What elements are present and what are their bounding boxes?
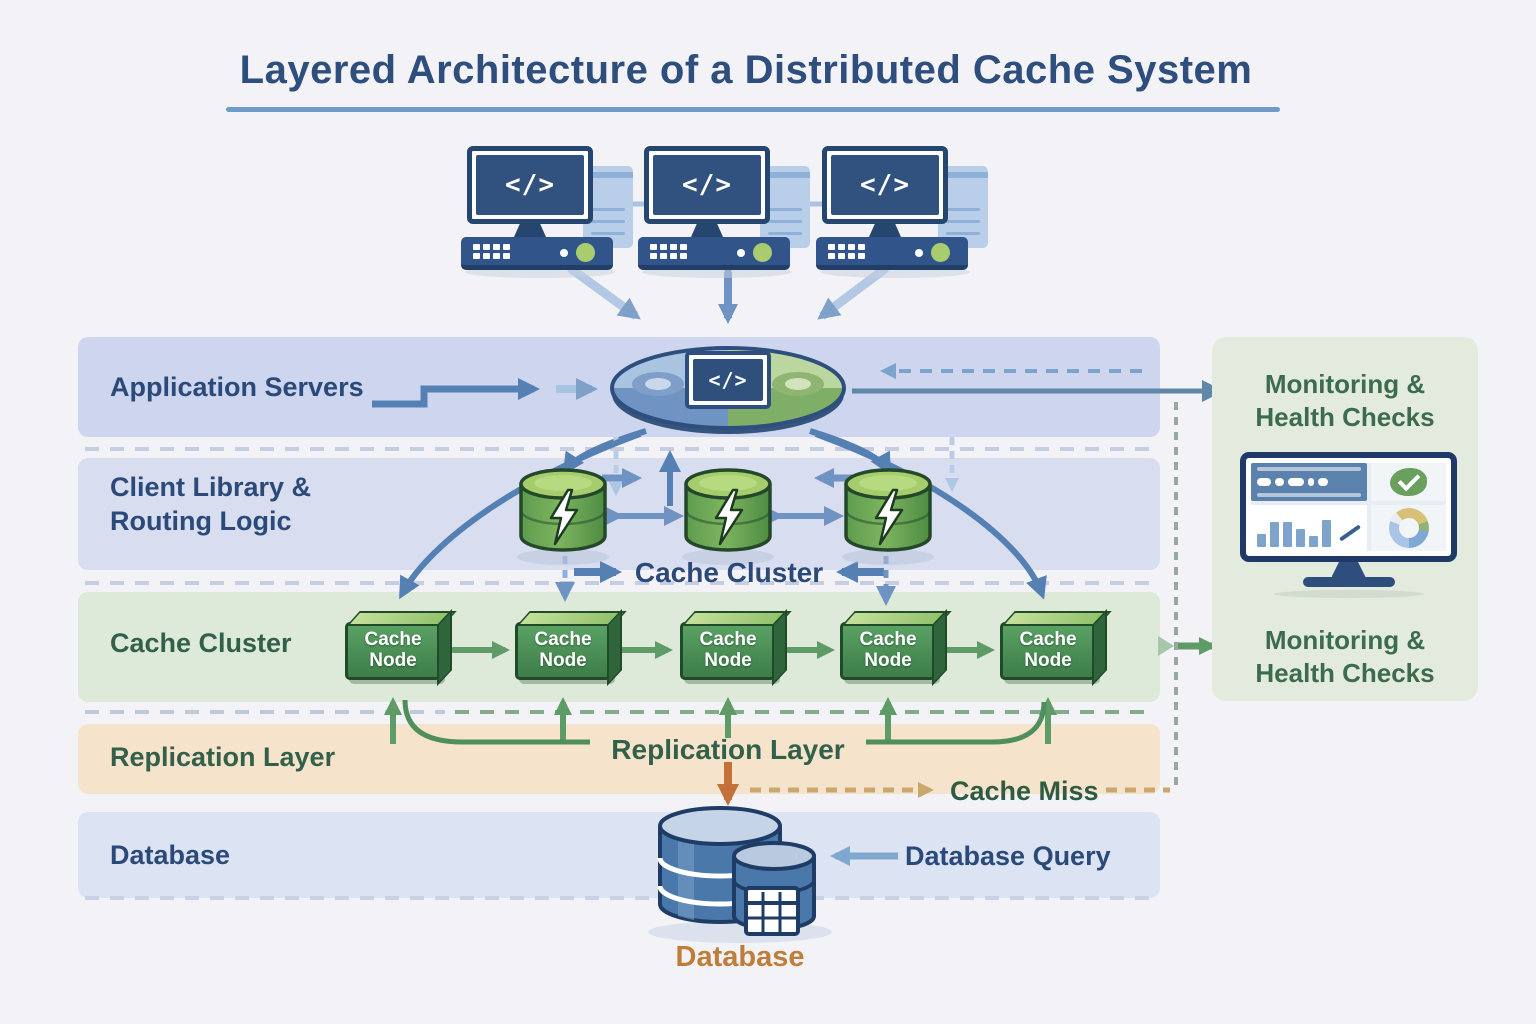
cache-miss-label: Cache Miss xyxy=(950,776,1099,806)
app-server-computer-icon: </> xyxy=(638,146,814,270)
app-server-computer-icon: </> xyxy=(461,146,637,270)
label-cache-cluster: Cache Cluster xyxy=(110,628,292,658)
database-query-label: Database Query xyxy=(905,841,1111,871)
code-icon: </> xyxy=(682,170,732,200)
cache-cylinder-icon xyxy=(844,468,932,552)
monitor-stand xyxy=(514,224,546,237)
lightning-icon xyxy=(549,488,579,546)
server-base-icon xyxy=(816,237,968,270)
health-check-icon xyxy=(1371,463,1446,501)
power-led xyxy=(753,243,772,262)
monitoring-link-arrows xyxy=(852,363,1224,402)
label-database: Database xyxy=(110,840,231,870)
cache-cluster-center-label: Cache Cluster xyxy=(634,557,824,588)
cache-cluster-arrows xyxy=(399,431,1047,606)
bar-chart-icon xyxy=(1251,504,1368,551)
server-base-icon xyxy=(638,237,790,270)
replication-layer-center-label: Replication Layer xyxy=(611,734,845,765)
dashboard-monitor-icon xyxy=(1240,452,1457,598)
dashboard-status-panel xyxy=(1251,463,1368,501)
lightning-icon xyxy=(714,488,744,546)
app-servers-arrow xyxy=(372,378,598,408)
table-grid-icon xyxy=(744,886,800,936)
band-replication-layer xyxy=(78,724,1160,794)
label-application-servers: Application Servers xyxy=(110,372,364,402)
app-server-computer-icon: </> xyxy=(816,146,992,270)
monitoring-top-label: Monitoring & Health Checks xyxy=(1255,369,1435,432)
label-client-library-line1: Client Library & xyxy=(110,472,312,502)
cache-miss-arrows xyxy=(717,402,1178,806)
code-icon: </> xyxy=(860,170,910,200)
monitoring-green-arrow xyxy=(1158,636,1217,656)
code-icon: </> xyxy=(708,368,748,392)
replication-arrows xyxy=(384,697,1057,745)
database-icon xyxy=(657,806,816,936)
monitor-icon: </> xyxy=(644,146,770,224)
lightning-icon xyxy=(874,488,904,546)
label-client-library-line2: Routing Logic xyxy=(110,506,292,536)
page-title: Layered Architecture of a Distributed Ca… xyxy=(239,48,1253,92)
gauge-icon xyxy=(1371,504,1446,551)
server-base-icon xyxy=(461,237,613,270)
monitor-stand xyxy=(691,224,723,237)
routing-code-screen: </> xyxy=(685,351,771,409)
title-underline xyxy=(226,107,1280,112)
band-database xyxy=(78,812,1160,898)
cache-cylinder-icon xyxy=(684,468,772,552)
monitor-stand xyxy=(869,224,901,237)
power-led xyxy=(931,243,950,262)
code-icon: </> xyxy=(505,170,555,200)
monitor-icon: </> xyxy=(822,146,948,224)
monitor-icon: </> xyxy=(467,146,593,224)
monitoring-bottom-label: Monitoring & Health Checks xyxy=(1255,625,1435,688)
database-caption: Database xyxy=(675,941,805,973)
cache-cylinder-icon xyxy=(519,468,607,552)
label-replication-layer: Replication Layer xyxy=(110,742,336,772)
band-separators xyxy=(85,447,1153,900)
power-led xyxy=(576,243,595,262)
